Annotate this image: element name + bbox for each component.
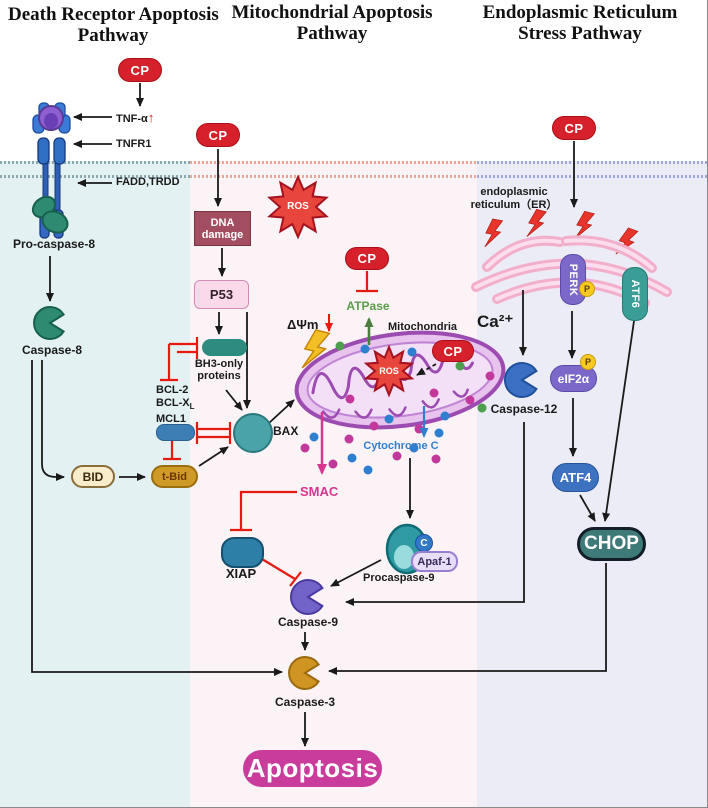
cytochrome-c-label: Cytochrome C (363, 440, 439, 452)
membrane-row-right-bottom (477, 175, 707, 178)
inhibit-smac-xiap (230, 490, 297, 532)
arrow-procasp9-to-casp9 (330, 559, 382, 587)
arrow-atf4-to-chop (579, 494, 596, 522)
membrane-row-mid-bottom (190, 175, 477, 178)
xiap-node (221, 537, 264, 568)
eif2a-phospho-badge: P (580, 354, 596, 370)
xiap-label: XIAP (225, 566, 257, 581)
cytochrome-dots (300, 414, 444, 475)
arrow-chop-to-casp3 (328, 563, 607, 675)
arrow-casp8-to-bid (41, 360, 65, 481)
ros-burst-mito-icon (363, 344, 415, 398)
perk-phospho-badge: P (579, 281, 595, 297)
inhibit-bh3-bcl2 (160, 337, 199, 382)
inhibit-bcl2-bax (195, 422, 232, 444)
arrow-bax-to-mito (268, 399, 295, 424)
apoptosis-node: Apoptosis (243, 750, 382, 787)
perk-node: PERK (560, 254, 586, 305)
membrane-row-mid-top (190, 161, 477, 164)
chop-node: CHOP (577, 527, 646, 561)
fadd-label: FADD,TRDD (116, 176, 180, 188)
bax-label: BAX (273, 424, 299, 438)
mitochondria-label: Mitochondria (388, 321, 458, 333)
calcium-label: Ca²⁺ (477, 312, 514, 331)
bcl2-family-label: BCL-2 BCL-XL MCL1 (156, 384, 195, 426)
caspase9-label: Caspase-9 (277, 615, 339, 629)
procaspase9-label: Procaspase-9 (363, 572, 435, 584)
smac-label: SMAC (300, 484, 339, 499)
caspase8-label: Caspase-8 (21, 343, 83, 357)
caspase8-icon (33, 306, 65, 340)
bh3-proteins-node (202, 339, 247, 356)
ros-label: ROS (287, 201, 309, 212)
membrane-row-left-top (0, 161, 190, 164)
apaf1-node: Apaf-1 (411, 551, 458, 572)
inhibit-bcl2-tbid (163, 441, 181, 461)
bax-node (233, 413, 273, 453)
inhibit-cp-atpase (356, 271, 378, 293)
ros-mito-label: ROS (379, 366, 399, 376)
membrane-row-left-bottom (0, 175, 190, 178)
atf6-node: ATF6 (622, 267, 648, 321)
arrow-tbid-to-bax (198, 446, 229, 467)
cp-badge-ros: CP (432, 340, 474, 362)
tbid-node: t-Bid (151, 465, 198, 488)
caspase3-icon (288, 656, 320, 690)
delta-psi-label: ΔΨm (287, 317, 319, 332)
inhibition-lines (160, 271, 378, 587)
caspase12-icon (503, 362, 538, 398)
p53-node: P53 (194, 280, 249, 309)
bcl2-family-node (156, 424, 195, 441)
pro-caspase8-label: Pro-caspase-8 (12, 237, 96, 251)
cp-badge-er: CP (552, 116, 596, 140)
tnfr1-label: TNFR1 (116, 138, 152, 150)
atpase-label: ATPase (346, 299, 390, 313)
arrow-atf6-to-chop (602, 320, 635, 522)
tnf-label: TNF-α↑ (116, 110, 155, 125)
arrow-casp12-to-casp9 (345, 422, 525, 606)
er-lightning-icons (484, 208, 639, 255)
black-arrows (31, 83, 635, 747)
mito-lightning-icon (301, 329, 331, 369)
caspase9-icon (289, 579, 324, 615)
cp-badge-death: CP (118, 58, 162, 82)
ros-burst-icon (267, 174, 329, 240)
arrow-casp8-to-casp3 (31, 360, 283, 676)
c-subunit-node: C (415, 534, 433, 552)
membrane-row-right-top (477, 161, 707, 164)
atf4-node: ATF4 (552, 463, 599, 492)
inhibit-xiap-casp9 (256, 555, 302, 587)
mitochondrial-panel (190, 161, 477, 807)
mitochondria-granules (335, 341, 495, 421)
bid-node: BID (71, 465, 115, 488)
eif2a-node: eIF2α (550, 365, 597, 392)
cp-badge-atpase: CP (345, 247, 389, 270)
pro-caspase8-icon (31, 195, 69, 234)
tnf-up-arrow-icon: ↑ (147, 110, 155, 125)
caspase12-label: Caspase-12 (490, 402, 558, 416)
caspase3-label: Caspase-3 (274, 695, 336, 709)
arrow-cp-to-ros-dashed (416, 363, 437, 376)
arrow-bh3-to-bax (225, 389, 243, 411)
cp-badge-mito: CP (196, 123, 240, 147)
